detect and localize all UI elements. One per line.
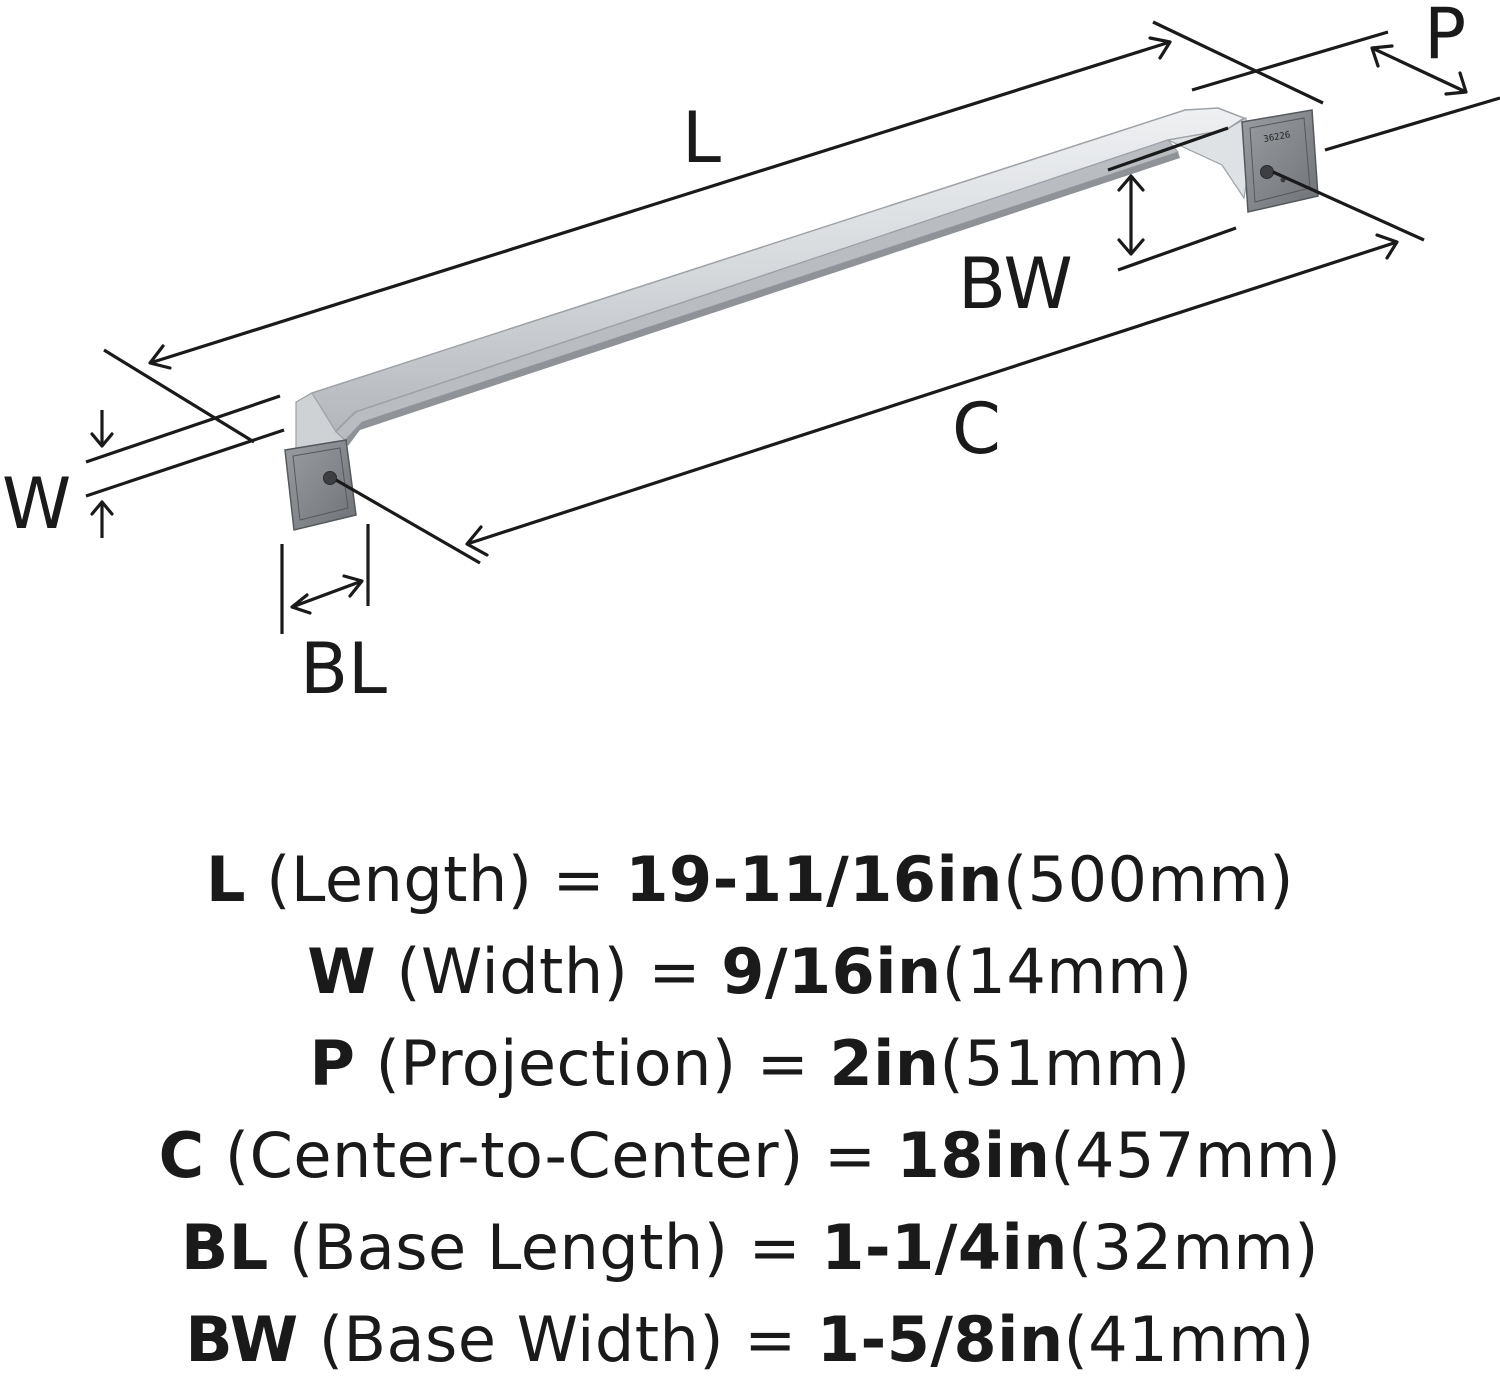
spec-name: (Width) = (376, 935, 722, 1008)
cabinet-pull-handle: 36226 (284, 107, 1319, 531)
spec-metric: (14mm) (941, 935, 1193, 1008)
spec-name: (Center-to-Center) = (204, 1119, 897, 1192)
spec-symbol: C (158, 1119, 205, 1192)
handle-dimension-diagram: 36226 L C P BW (2, 0, 1500, 710)
label-P: P (1424, 0, 1466, 75)
spec-symbol: P (309, 1027, 356, 1100)
spec-symbol: BW (185, 1303, 299, 1376)
center-to-center-dimension: C (335, 170, 1425, 565)
right-screw-hole (1260, 165, 1274, 179)
spec-row-base-width: BW (Base Width) = 1-5/8in(41mm) (185, 1294, 1314, 1386)
base-width-dimension: BW (958, 126, 1237, 325)
base-length-dimension: BL (280, 524, 387, 710)
spec-name: (Projection) = (355, 1027, 830, 1100)
spec-name: (Length) = (246, 843, 626, 916)
spec-imperial: 19-11/16in (625, 843, 1003, 916)
projection-dimension: P (1191, 0, 1500, 152)
right-base-plate (1241, 109, 1319, 213)
spec-imperial: 1-5/8in (816, 1303, 1064, 1376)
spec-name: (Base Width) = (298, 1303, 817, 1376)
label-BW: BW (958, 243, 1073, 325)
spec-row-center-to-center: C (Center-to-Center) = 18in(457mm) (159, 1110, 1342, 1202)
label-BL: BL (300, 628, 387, 710)
width-dimension: W (2, 394, 285, 545)
spec-metric: (32mm) (1067, 1211, 1319, 1284)
label-C: C (952, 388, 1001, 470)
label-W: W (2, 463, 71, 545)
spec-row-width: W (Width) = 9/16in(14mm) (307, 926, 1193, 1018)
spec-metric: (51mm) (939, 1027, 1191, 1100)
spec-metric: (457mm) (1050, 1119, 1342, 1192)
spec-row-length: L (Length) = 19-11/16in(500mm) (206, 834, 1294, 926)
left-base-plate (284, 439, 357, 531)
spec-imperial: 2in (829, 1027, 940, 1100)
handle-bar-underside (345, 152, 1180, 446)
spec-symbol: L (206, 843, 247, 916)
length-dimension: L (103, 20, 1324, 444)
spec-imperial: 1-1/4in (821, 1211, 1068, 1284)
label-L: L (682, 97, 721, 179)
part-number-engraving: 36226 (1263, 130, 1291, 145)
spec-imperial: 18in (896, 1119, 1051, 1192)
spec-imperial: 9/16in (721, 935, 942, 1008)
spec-name: (Base Length) = (268, 1211, 822, 1284)
spec-symbol: BL (181, 1211, 269, 1284)
spec-metric: (500mm) (1002, 843, 1294, 916)
spec-metric: (41mm) (1063, 1303, 1315, 1376)
spec-symbol: W (307, 935, 377, 1008)
spec-row-projection: P (Projection) = 2in(51mm) (309, 1018, 1190, 1110)
specifications-list: L (Length) = 19-11/16in(500mm) W (Width)… (0, 834, 1500, 1386)
spec-row-base-length: BL (Base Length) = 1-1/4in(32mm) (181, 1202, 1319, 1294)
left-screw-hole (323, 471, 337, 485)
